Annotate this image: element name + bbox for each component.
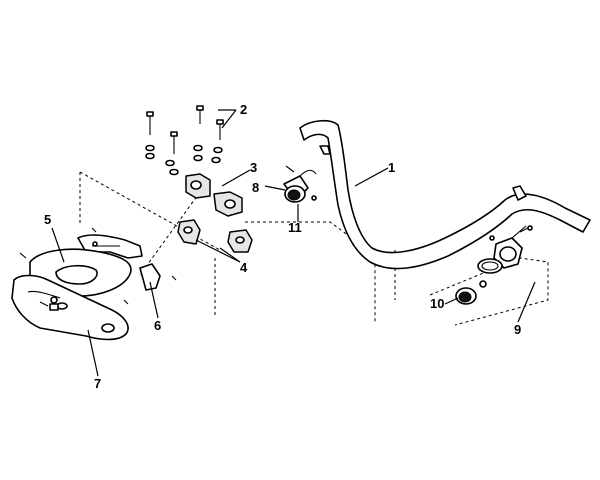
bolt-set	[145, 105, 224, 176]
switch-assembly	[455, 225, 533, 305]
callout-2: 2	[240, 102, 247, 117]
callout-3: 3	[250, 160, 257, 175]
top-plate	[29, 248, 132, 297]
small-fasteners	[19, 227, 177, 311]
handlebar	[299, 119, 591, 270]
side-clip	[139, 263, 161, 291]
dashed-projection-lines	[79, 171, 549, 326]
upper-clamp	[185, 173, 243, 217]
callout-4: 4	[240, 260, 248, 275]
callout-8: 8	[252, 180, 259, 195]
callout-5: 5	[44, 212, 51, 227]
indicator-lamp	[283, 165, 317, 203]
callout-7: 7	[94, 376, 101, 391]
callout-9: 9	[514, 322, 521, 337]
callout-6: 6	[154, 318, 161, 333]
mounting-bracket	[77, 234, 143, 259]
lower-clamp-set	[177, 219, 253, 253]
callout-11: 11	[288, 220, 302, 235]
callout-1: 1	[388, 160, 395, 175]
callout-labels: 1 2 3 4 5 6 7 8 9 10 11	[44, 102, 521, 391]
callout-10: 10	[430, 296, 444, 311]
leader-lines	[51, 109, 536, 377]
